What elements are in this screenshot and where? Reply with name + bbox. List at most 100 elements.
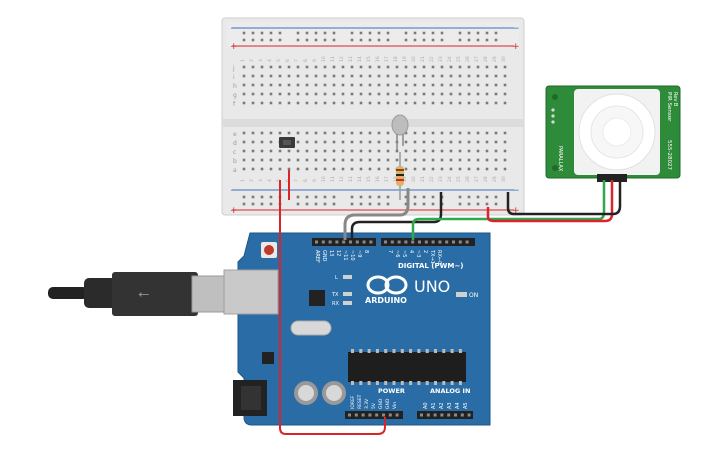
header-pin[interactable] bbox=[388, 413, 392, 417]
breadboard-hole[interactable] bbox=[278, 92, 282, 96]
breadboard-hole[interactable] bbox=[431, 101, 435, 105]
wire-black-pir-gnd[interactable] bbox=[506, 180, 622, 216]
header-pin[interactable] bbox=[467, 413, 471, 417]
breadboard-hole[interactable] bbox=[368, 101, 372, 105]
breadboard-hole[interactable] bbox=[359, 131, 363, 135]
breadboard-hole[interactable] bbox=[386, 65, 390, 69]
breadboard-hole[interactable] bbox=[269, 167, 273, 171]
rail-hole[interactable] bbox=[467, 38, 471, 42]
breadboard-hole[interactable] bbox=[269, 158, 273, 162]
breadboard-hole[interactable] bbox=[314, 149, 318, 153]
breadboard-hole[interactable] bbox=[413, 131, 417, 135]
breadboard-hole[interactable] bbox=[386, 131, 390, 135]
rail-hole[interactable] bbox=[467, 31, 471, 35]
rail-hole[interactable] bbox=[431, 38, 435, 42]
breadboard-hole[interactable] bbox=[413, 149, 417, 153]
header-pin[interactable] bbox=[375, 413, 379, 417]
resistor[interactable] bbox=[396, 152, 404, 200]
breadboard-hole[interactable] bbox=[332, 149, 336, 153]
header-pin[interactable] bbox=[447, 413, 451, 417]
rail-hole[interactable] bbox=[269, 195, 273, 199]
breadboard-hole[interactable] bbox=[440, 158, 444, 162]
breadboard-hole[interactable] bbox=[287, 65, 291, 69]
breadboard-hole[interactable] bbox=[431, 131, 435, 135]
rail-hole[interactable] bbox=[332, 202, 336, 206]
breadboard-hole[interactable] bbox=[350, 131, 354, 135]
analog-header[interactable] bbox=[417, 411, 473, 419]
breadboard-hole[interactable] bbox=[305, 92, 309, 96]
breadboard-hole[interactable] bbox=[485, 74, 489, 78]
breadboard-hole[interactable] bbox=[467, 65, 471, 69]
rail-hole[interactable] bbox=[323, 38, 327, 42]
breadboard-hole[interactable] bbox=[359, 65, 363, 69]
breadboard-hole[interactable] bbox=[395, 92, 399, 96]
breadboard-hole[interactable] bbox=[503, 92, 507, 96]
breadboard-hole[interactable] bbox=[368, 140, 372, 144]
breadboard-hole[interactable] bbox=[251, 158, 255, 162]
breadboard-hole[interactable] bbox=[368, 158, 372, 162]
breadboard-hole[interactable] bbox=[359, 149, 363, 153]
wire-red-pir-power[interactable] bbox=[486, 180, 614, 223]
breadboard-hole[interactable] bbox=[242, 74, 246, 78]
breadboard-hole[interactable] bbox=[332, 65, 336, 69]
breadboard-hole[interactable] bbox=[359, 74, 363, 78]
breadboard-hole[interactable] bbox=[341, 83, 345, 87]
rail-hole[interactable] bbox=[242, 195, 246, 199]
rail-hole[interactable] bbox=[413, 195, 417, 199]
breadboard-hole[interactable] bbox=[377, 167, 381, 171]
breadboard-hole[interactable] bbox=[404, 158, 408, 162]
rail-hole[interactable] bbox=[323, 31, 327, 35]
breadboard-hole[interactable] bbox=[323, 101, 327, 105]
rail-hole[interactable] bbox=[278, 31, 282, 35]
rail-hole[interactable] bbox=[377, 38, 381, 42]
rail-hole[interactable] bbox=[476, 38, 480, 42]
rail-hole[interactable] bbox=[422, 195, 426, 199]
breadboard-hole[interactable] bbox=[341, 74, 345, 78]
breadboard-hole[interactable] bbox=[494, 92, 498, 96]
rail-hole[interactable] bbox=[413, 202, 417, 206]
breadboard-hole[interactable] bbox=[476, 158, 480, 162]
breadboard-hole[interactable] bbox=[323, 83, 327, 87]
breadboard-hole[interactable] bbox=[494, 167, 498, 171]
breadboard-hole[interactable] bbox=[269, 131, 273, 135]
breadboard-hole[interactable] bbox=[323, 74, 327, 78]
breadboard-hole[interactable] bbox=[476, 131, 480, 135]
rail-hole[interactable] bbox=[251, 31, 255, 35]
rail-hole[interactable] bbox=[440, 31, 444, 35]
breadboard-hole[interactable] bbox=[422, 92, 426, 96]
breadboard-hole[interactable] bbox=[413, 74, 417, 78]
breadboard-hole[interactable] bbox=[377, 83, 381, 87]
header-pin[interactable] bbox=[452, 240, 455, 244]
breadboard-hole[interactable] bbox=[278, 131, 282, 135]
breadboard-hole[interactable] bbox=[305, 74, 309, 78]
breadboard-hole[interactable] bbox=[350, 65, 354, 69]
breadboard-hole[interactable] bbox=[260, 65, 264, 69]
rail-hole[interactable] bbox=[404, 31, 408, 35]
header-pin[interactable] bbox=[438, 240, 442, 244]
breadboard-hole[interactable] bbox=[476, 83, 480, 87]
breadboard[interactable]: + − + − + − + − 112233445566778899101011… bbox=[221, 17, 525, 216]
breadboard-hole[interactable] bbox=[467, 158, 471, 162]
breadboard-hole[interactable] bbox=[332, 140, 336, 144]
rail-hole[interactable] bbox=[260, 195, 264, 199]
breadboard-hole[interactable] bbox=[260, 158, 264, 162]
rail-hole[interactable] bbox=[251, 195, 255, 199]
breadboard-hole[interactable] bbox=[242, 167, 246, 171]
breadboard-hole[interactable] bbox=[287, 92, 291, 96]
breadboard-hole[interactable] bbox=[251, 74, 255, 78]
breadboard-hole[interactable] bbox=[458, 92, 462, 96]
breadboard-hole[interactable] bbox=[260, 140, 264, 144]
header-pin[interactable] bbox=[465, 240, 469, 244]
breadboard-hole[interactable] bbox=[386, 83, 390, 87]
breadboard-hole[interactable] bbox=[314, 83, 318, 87]
breadboard-hole[interactable] bbox=[431, 65, 435, 69]
breadboard-hole[interactable] bbox=[359, 92, 363, 96]
breadboard-hole[interactable] bbox=[503, 101, 507, 105]
rail-hole[interactable] bbox=[332, 31, 336, 35]
breadboard-hole[interactable] bbox=[323, 140, 327, 144]
breadboard-hole[interactable] bbox=[278, 158, 282, 162]
breadboard-hole[interactable] bbox=[431, 167, 435, 171]
breadboard-hole[interactable] bbox=[269, 101, 273, 105]
rail-hole[interactable] bbox=[260, 38, 264, 42]
header-pin[interactable] bbox=[395, 413, 399, 417]
